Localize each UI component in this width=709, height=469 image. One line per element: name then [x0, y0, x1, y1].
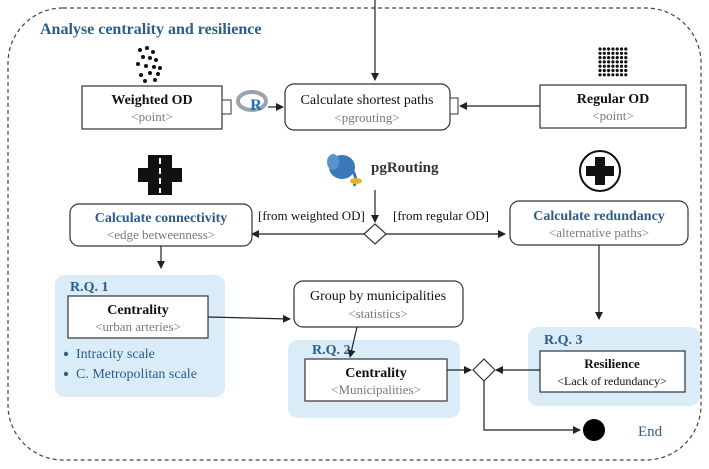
regular-od-subtitle: <point>: [592, 108, 633, 123]
rq1-bullet-intracity: Intracity scale: [76, 347, 155, 362]
road-icon: [138, 155, 182, 195]
pgrouting-logo-text: pgRouting: [371, 160, 439, 176]
shortest-paths-pin: [449, 97, 459, 115]
guard-weighted: [from weighted OD]: [258, 208, 365, 223]
points-scatter-icon: [136, 46, 162, 83]
end-label: End: [638, 424, 663, 440]
weighted-od-subtitle: <point>: [131, 109, 172, 124]
resilience-title: Resilience: [584, 356, 640, 371]
centrality-urban-subtitle: <urban arteries>: [95, 319, 181, 334]
centrality-urban-title: Centrality: [107, 303, 168, 318]
points-grid-icon: [598, 47, 628, 77]
activity-frame: [7, 7, 702, 461]
centrality-urban-node[interactable]: [67, 295, 209, 339]
r-logo-icon: R: [236, 90, 268, 114]
resilience-node[interactable]: [539, 350, 686, 393]
connectivity-title: Calculate connectivity: [95, 211, 228, 226]
rq3-label: R.Q. 3: [544, 333, 583, 348]
centrality-municipalities-title: Centrality: [345, 366, 406, 381]
regular-od-node[interactable]: [539, 84, 687, 129]
group-municipalities-title: Group by municipalities: [310, 289, 446, 304]
redundancy-subtitle: <alternative paths>: [549, 225, 649, 240]
group-to-rq2-arrow: [347, 326, 358, 358]
merge-node[interactable]: [472, 358, 496, 382]
group-municipalities-subtitle: <statistics>: [348, 306, 407, 321]
shortest-paths-subtitle: <pgrouting>: [334, 110, 399, 125]
connectivity-subtitle: <edge betweenness>: [107, 227, 215, 242]
regular-od-title: Regular OD: [577, 92, 649, 107]
rq2-label: R.Q. 2: [312, 343, 351, 358]
redundancy-title: Calculate redundancy: [533, 209, 665, 224]
centrality-to-group-arrow: [207, 314, 291, 323]
rq1-bullet-metropolitan: C. Metropolitan scale: [76, 367, 197, 382]
end-node[interactable]: [583, 419, 605, 441]
group-municipalities-node[interactable]: [293, 280, 464, 328]
plus-circle-icon: [579, 150, 621, 192]
frame-title: Analyse centrality and resilience: [40, 21, 261, 38]
shortest-paths-title: Calculate shortest paths: [301, 93, 434, 108]
decision-node-od-type[interactable]: [363, 223, 387, 245]
weighted-od-pin: [221, 99, 232, 115]
pgrouting-elephant-icon: [327, 154, 362, 187]
guard-regular: [from regular OD]: [393, 208, 489, 223]
svg-text:R: R: [250, 97, 262, 114]
centrality-municipalities-subtitle: <Municipalities>: [331, 382, 421, 397]
resilience-subtitle: <Lack of redundancy>: [557, 374, 667, 388]
bullet-dot: [63, 371, 69, 377]
centrality-municipalities-node[interactable]: [304, 358, 448, 402]
rq1-label: R.Q. 1: [70, 280, 109, 295]
weighted-od-title: Weighted OD: [111, 93, 192, 108]
merge-to-end-arrow: [483, 381, 581, 434]
bullet-dot: [63, 351, 69, 357]
